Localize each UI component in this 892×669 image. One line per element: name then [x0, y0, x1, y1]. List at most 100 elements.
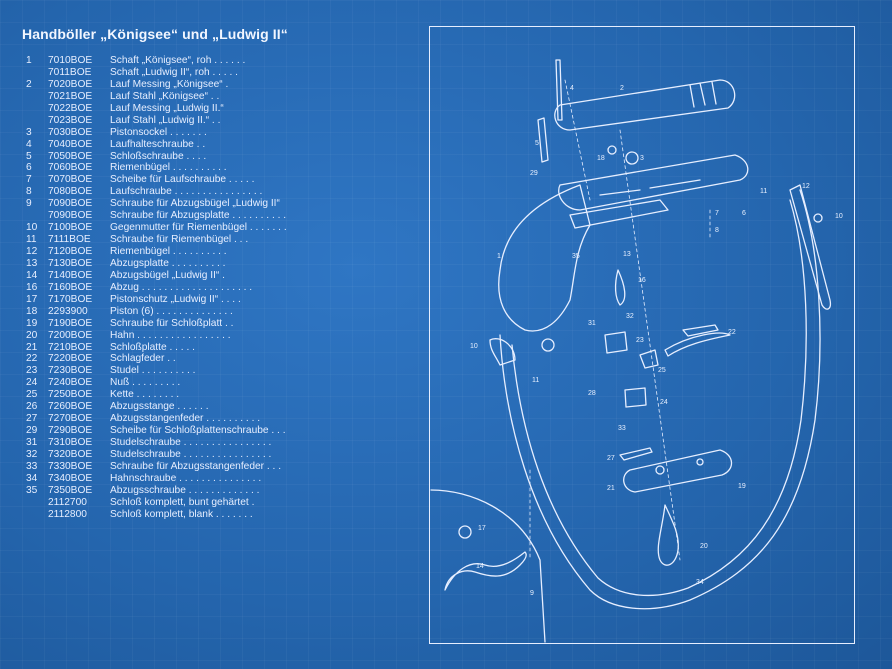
part-position: 21 — [26, 341, 38, 353]
part-number: 7330BOE — [48, 460, 93, 472]
corner-detail — [430, 489, 546, 643]
part-position: 22 — [26, 353, 38, 365]
part-description: Schloß komplett, bunt gehärtet . — [110, 496, 255, 508]
label-11-right: 11 — [760, 188, 767, 195]
part-description: Schraube für Riemenbügel . . . — [110, 234, 249, 246]
part-number: 7111BOE — [48, 234, 91, 246]
sling-swivel — [789, 184, 832, 310]
part-description: Schaft „Königsee“, roh . . . . . . — [110, 55, 246, 66]
part-number: 7090BOE — [48, 198, 93, 210]
part-description: Riemenbügel . . . . . . . . . . — [110, 246, 227, 257]
part-position: 4 — [26, 138, 32, 150]
label-10: 10 — [470, 343, 478, 350]
part-position: 7 — [26, 174, 32, 186]
part-description: Abzugsschraube . . . . . . . . . . . . . — [110, 484, 260, 496]
part-position: 11 — [26, 234, 37, 246]
part-position: 13 — [26, 257, 38, 269]
part-number: 7080BOE — [48, 186, 93, 198]
drawing-frame — [429, 26, 855, 644]
label-21: 21 — [607, 485, 615, 492]
part-number: 7160BOE — [48, 281, 93, 293]
part-position: 19 — [26, 317, 38, 329]
part-number: 7030BOE — [48, 126, 93, 138]
part-description: Schlagfeder . . — [110, 353, 176, 365]
part-description: Scheibe für Schloßplattenschraube . . . — [110, 425, 286, 437]
label-3: 3 — [640, 155, 644, 162]
page-title: Handböller „Königsee“ und „Ludwig II“ — [22, 26, 288, 42]
part-description: Abzugsbügel „Ludwig II“ . — [110, 269, 225, 281]
part-number: 7100BOE — [48, 222, 93, 234]
lock-plate — [623, 449, 733, 493]
part-number: 7320BOE — [48, 448, 93, 460]
nipple-18 — [607, 145, 617, 155]
part-description: Gegenmutter für Riemenbügel . . . . . . … — [110, 222, 287, 234]
label-32: 32 — [626, 313, 634, 320]
label-20: 20 — [700, 543, 708, 550]
part-position: 26 — [26, 401, 38, 413]
part-description: Pistonsockel . . . . . . . — [110, 126, 207, 138]
swivel-nut-10 — [813, 213, 823, 223]
label-4: 4 — [570, 85, 574, 92]
upper-stock — [558, 154, 749, 211]
hammer — [657, 504, 679, 566]
part-number: 7040BOE — [48, 138, 93, 150]
part-description: Studelschraube . . . . . . . . . . . . .… — [110, 437, 272, 448]
part-description: Kette . . . . . . . . — [110, 389, 180, 401]
part-description: Laufhalteschraube . . — [110, 138, 206, 150]
part-description: Schaft „Ludwig II“, roh . . . . . — [110, 66, 238, 78]
mainspring — [664, 332, 731, 357]
part-description: Schloß komplett, blank . . . . . . . — [110, 508, 253, 520]
stock-lower-curve — [499, 189, 821, 610]
label-12: 12 — [802, 183, 810, 190]
pistonschutz-17 — [458, 525, 472, 539]
parts-row: 4 7040BOE Laufhalteschraube . . — [18, 139, 388, 151]
part-description: Lauf Stahl „Königsee“ . . — [110, 90, 220, 102]
part-position: 23 — [26, 365, 38, 377]
part-description: Studelschraube . . . . . . . . . . . . .… — [110, 448, 272, 460]
part-number: 7230BOE — [48, 365, 93, 377]
part-description: Abzug . . . . . . . . . . . . . . . . . … — [110, 281, 253, 293]
label-29: 29 — [530, 170, 538, 177]
part-number: 7310BOE — [48, 437, 93, 448]
label-25: 25 — [658, 367, 666, 374]
part-description: Schloßschraube . . . . — [110, 150, 207, 162]
label-14: 14 — [476, 563, 484, 570]
label-28: 28 — [588, 390, 596, 397]
label-19: 19 — [738, 483, 746, 490]
part-number: 7170BOE — [48, 293, 93, 305]
part-description: Scheibe für Laufschraube . . . . . — [110, 174, 255, 186]
swivel-10 — [489, 338, 516, 366]
part-number: 7190BOE — [48, 317, 93, 329]
label-11: 11 — [532, 377, 539, 384]
part-description: Hahn . . . . . . . . . . . . . . . . . — [110, 329, 231, 341]
part-description: Schraube für Abzugsstangenfeder . . . — [110, 460, 282, 472]
part-number: 7350BOE — [48, 484, 93, 496]
part-description: Laufschraube . . . . . . . . . . . . . .… — [110, 186, 263, 198]
part-number: 2293900 — [48, 305, 88, 317]
part-number: 7060BOE — [48, 162, 93, 174]
part-number: 7250BOE — [48, 389, 93, 401]
part-number: 7010BOE — [48, 55, 93, 66]
part-description: Piston (6) . . . . . . . . . . . . . . — [110, 305, 233, 317]
label-1: 1 — [497, 253, 501, 260]
part-number: 7130BOE — [48, 257, 93, 269]
screw-4 — [555, 59, 563, 121]
